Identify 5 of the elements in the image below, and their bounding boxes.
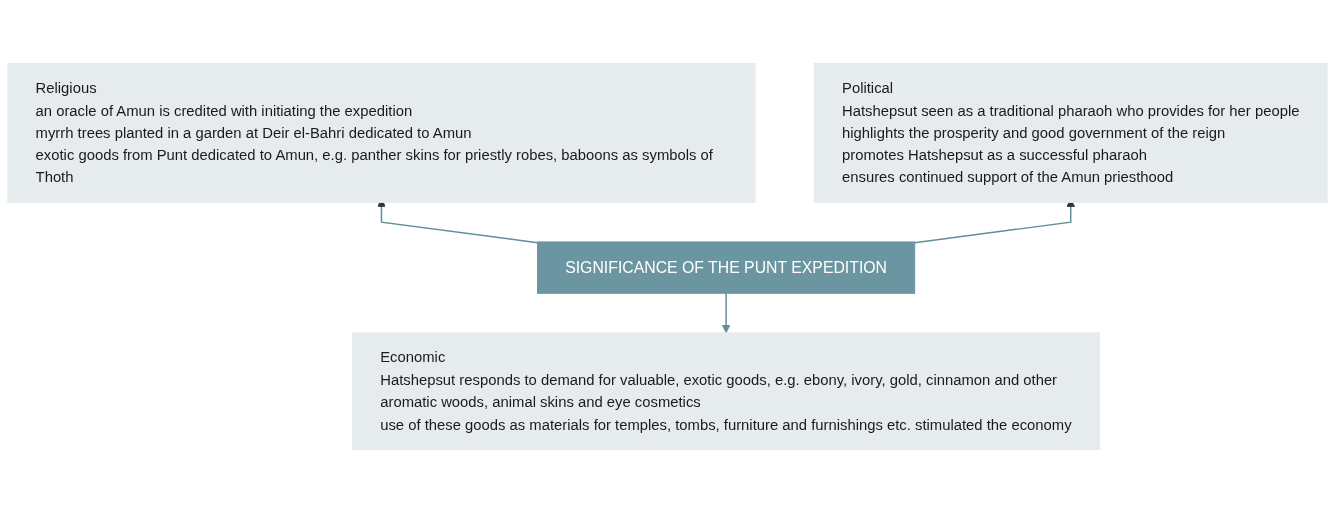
- node-box: SIGNIFICANCE OF THE PUNT EXPEDITION: [537, 241, 916, 294]
- arrow: [721, 292, 731, 334]
- node-box: Political Hatshepsut seen as a traditional pharaoh who provides for her people highlights the prosperity and good government of the reign promotes Hatshepsut as a successful pharaoh ensures continued support of the Amun priesthood: [813, 63, 1328, 203]
- node-box: Economic Hatshepsut responds to demand for valuable, exotic goods, e.g. ebony, ivory, gold, cinnamon and other aromatic woods, animal skins and eye cosmetics use of these goods as materials for temples, tombs, furniture and furnishings etc. stimulated the economy: [352, 332, 1101, 450]
- node-box: Religious an oracle of Amun is credited with initiating the expedition myrrh trees planted in a garden at Deir el-Bahri dedicated to Amun exotic goods from Punt dedicated to Amun, e.g. panther skins for priestly robes, baboons as symbols of Thoth: [7, 63, 756, 203]
